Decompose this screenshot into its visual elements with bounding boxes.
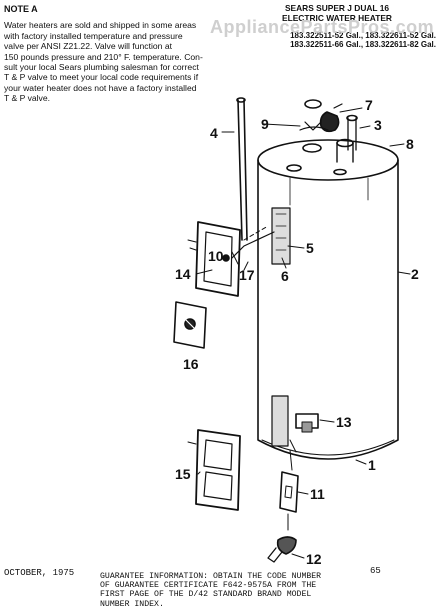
guarantee-information: GUARANTEE INFORMATION: OBTAIN THE CODE N…: [100, 572, 322, 609]
thermostat-bracket: [173, 301, 207, 349]
callout-11: 11: [310, 486, 325, 502]
callout-7: 7: [365, 97, 373, 113]
callout-15: 15: [175, 466, 191, 482]
callout-3: 3: [374, 117, 382, 133]
upper-cover-plate: [187, 221, 241, 297]
callout-12: 12: [306, 551, 322, 567]
callout-2: 2: [411, 266, 419, 282]
note-a: NOTE A Water heaters are sold and shippe…: [4, 4, 236, 104]
footer-date: OCTOBER, 1975: [4, 568, 75, 578]
header-title-line2: ELECTRIC WATER HEATER: [282, 13, 392, 23]
callout-4: 4: [210, 125, 218, 141]
note-title: NOTE A: [4, 4, 38, 14]
note-body: Water heaters are sold and shipped in so…: [4, 20, 203, 104]
diagram-header: SEARS SUPER J DUAL 16 ELECTRIC WATER HEA…: [238, 3, 436, 50]
callout-8: 8: [406, 136, 414, 152]
callout-1: 1: [368, 457, 376, 473]
callout-13: 13: [336, 414, 352, 430]
callout-16: 16: [183, 356, 199, 372]
dip-tube: [236, 97, 248, 241]
lower-cover-plate: [187, 429, 241, 511]
header-models: 183.322511-52 Gal., 183.322611-52 Gal. 1…: [238, 31, 436, 50]
callout-5: 5: [306, 240, 314, 256]
top-fittings: [286, 99, 358, 176]
drain-valve-assembly: [267, 449, 299, 563]
callout-10: 10: [208, 248, 224, 264]
callout-leaders: [195, 107, 411, 559]
callout-6: 6: [281, 268, 289, 284]
callout-17: 17: [239, 267, 255, 283]
header-models-line1: 183.322511-52 Gal., 183.322611-52 Gal.: [290, 31, 436, 40]
lower-element-assembly: [271, 395, 319, 453]
watermark: AppliancePartsPros.com: [210, 17, 435, 37]
callout-14: 14: [175, 266, 191, 282]
header-models-line2: 183.322511-66 Gal., 183.322611-82 Gal.: [290, 40, 436, 50]
footer-page-number: 65: [370, 566, 381, 576]
callout-9: 9: [261, 116, 269, 132]
header-title-line1: SEARS SUPER J DUAL 16: [284, 3, 390, 13]
